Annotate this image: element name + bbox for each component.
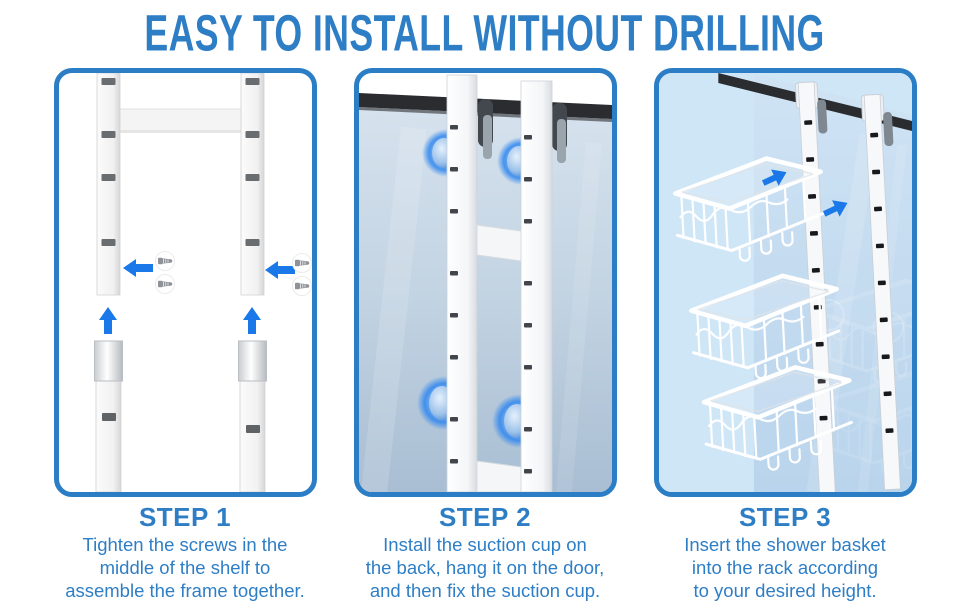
step-3-line-3: to your desired height. [693, 580, 877, 601]
step-1-section: STEP 1 Tighten the screws in the middle … [53, 68, 317, 602]
hook-icon [477, 99, 567, 163]
step-2-label: STEP 2 [438, 502, 532, 532]
rack-crossbar [476, 460, 521, 492]
rail-slots [449, 125, 532, 474]
rail-slots [101, 78, 259, 246]
step-2-line-1: Install the suction cup on [383, 534, 587, 555]
step-1-description: Tighten the screws in the middle of the … [54, 533, 317, 602]
step-1-line-3: assemble the frame together. [65, 580, 305, 601]
rack-and-baskets [669, 81, 901, 492]
upper-rails [96, 73, 264, 296]
arrow-up-icon [98, 307, 117, 334]
steps-row: STEP 1 Tighten the screws in the middle … [0, 68, 970, 602]
arrow-up-icon [242, 307, 261, 334]
shelf-crossbar [102, 108, 261, 133]
step-1-illustration [53, 68, 317, 497]
step-3-illustration [653, 68, 917, 497]
arrow-left-icon [122, 259, 153, 277]
step-2-line-3: and then fix the suction cup. [369, 580, 601, 601]
step-1-label: STEP 1 [138, 502, 232, 532]
screw-icon [154, 274, 175, 294]
door-hanging-graphic [358, 74, 612, 492]
basket-install-graphic [658, 73, 912, 492]
step-2-description: Install the suction cup on the back, han… [354, 533, 617, 602]
lower-rails [93, 340, 267, 492]
frame-assembly-graphic [93, 73, 312, 492]
arrow-left-icon [264, 261, 295, 279]
rack-crossbar [476, 224, 521, 262]
screw-icon [291, 276, 312, 296]
step-3-description: Insert the shower basket into the rack a… [654, 533, 917, 602]
step-1-line-2: middle of the shelf to [99, 557, 271, 578]
step-2-illustration [353, 68, 617, 497]
rack-rails [446, 74, 552, 492]
step-3-label: STEP 3 [738, 502, 832, 532]
step-3-line-2: into the rack according [691, 557, 879, 578]
rail-sleeve [93, 340, 123, 382]
page-title-text: EASY TO INSTALL WITHOUT DRILLING [144, 3, 826, 62]
step-2-section: STEP 2 Install the suction cup on the ba… [353, 68, 617, 602]
step-2-line-2: the back, hang it on the door, [365, 557, 605, 578]
screw-icon [154, 251, 175, 271]
step-3-section: STEP 3 Insert the shower basket into the… [653, 68, 917, 602]
install-guide: EASY TO INSTALL WITHOUT DRILLING [0, 4, 970, 602]
screw-icon [291, 253, 312, 273]
page-title: EASY TO INSTALL WITHOUT DRILLING [0, 4, 970, 64]
step-3-line-1: Insert the shower basket [684, 534, 886, 555]
step-1-line-1: Tighten the screws in the [82, 534, 288, 555]
rail-sleeve [237, 340, 267, 382]
